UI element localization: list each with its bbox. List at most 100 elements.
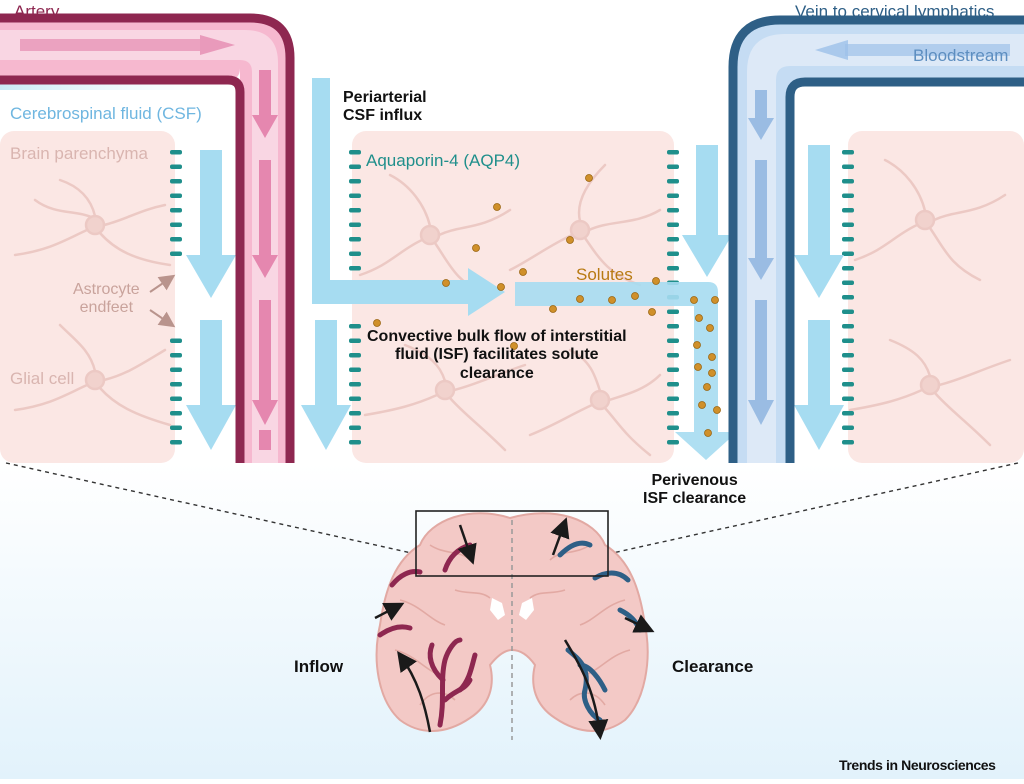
aqp4-channel xyxy=(349,150,361,155)
tissue-blocks xyxy=(0,131,1024,463)
aqp4-channel xyxy=(349,193,361,198)
aqp4-channel xyxy=(349,425,361,430)
aqp4-channel xyxy=(170,440,182,445)
aqp4-channel xyxy=(842,251,854,256)
perivenous-line2: ISF clearance xyxy=(643,490,747,508)
perivenous-line1: Perivenous xyxy=(651,472,738,489)
aqp4-channel xyxy=(842,266,854,271)
astrocyte-label-line2: endfeet xyxy=(79,299,134,317)
aqp4-channel xyxy=(349,164,361,169)
bulk-flow-line2: fluid (ISF) facilitates solute xyxy=(395,346,599,364)
aqp4-channel xyxy=(842,164,854,169)
aqp4-channel xyxy=(349,396,361,401)
aqp4-channel xyxy=(667,411,679,416)
aqp4-channel xyxy=(842,411,854,416)
aqp4-channel xyxy=(170,396,182,401)
aqp4-channel xyxy=(170,425,182,430)
aqp4-channel xyxy=(842,338,854,343)
aqp4-channel xyxy=(349,324,361,329)
aqp4-channel xyxy=(170,367,182,372)
solutes xyxy=(373,174,721,437)
aqp4-channel xyxy=(842,367,854,372)
bulk-flow-line1: Convective bulk flow of interstitial xyxy=(367,328,627,345)
aqp4-channel xyxy=(667,251,679,256)
aqp4-channel xyxy=(349,338,361,343)
aqp4-channel xyxy=(842,440,854,445)
aqp4-channel xyxy=(349,251,361,256)
aqp4-channel xyxy=(842,396,854,401)
aqp4-channel xyxy=(170,353,182,358)
aqp4-channel xyxy=(349,382,361,387)
aqp4-channel xyxy=(667,338,679,343)
aqp4-channel xyxy=(842,280,854,285)
aqp4-channel xyxy=(349,353,361,358)
periarterial-line1: Periarterial xyxy=(343,89,427,106)
aqp4-channel xyxy=(842,309,854,314)
solutes-label: Solutes xyxy=(576,265,633,284)
aqp4-channel xyxy=(349,222,361,227)
aqp4-channel xyxy=(349,440,361,445)
vein-label: Vein to cervical lymphatics xyxy=(795,2,995,21)
aqp4-channel xyxy=(170,179,182,184)
journal-credit: Trends in Neurosciences xyxy=(839,757,996,773)
vein-vessel xyxy=(728,15,1024,463)
periarterial-line2: CSF influx xyxy=(343,107,423,125)
artery-vessel xyxy=(0,13,295,463)
aqp4-channel xyxy=(349,179,361,184)
aqp4-channel xyxy=(170,251,182,256)
aqp4-channel xyxy=(667,382,679,387)
aqp4-channel xyxy=(842,193,854,198)
bulk-flow-label: Convective bulk flow of interstitial flu… xyxy=(367,328,627,383)
artery-label: Artery xyxy=(14,2,60,21)
aqp4-channel xyxy=(170,338,182,343)
aqp4-channel xyxy=(667,396,679,401)
aqp4-channels xyxy=(170,150,854,445)
aqp4-channel xyxy=(349,367,361,372)
aqp4-channel xyxy=(842,179,854,184)
clearance-label: Clearance xyxy=(672,657,754,676)
zoom-box xyxy=(415,510,609,577)
astrocyte-arrows xyxy=(149,274,176,328)
aqp4-channel xyxy=(842,150,854,155)
aqp4-channel xyxy=(667,440,679,445)
aqp4-channel xyxy=(667,367,679,372)
glial-cells xyxy=(13,158,1012,457)
aqp4-channel xyxy=(667,266,679,271)
aqp4-channel xyxy=(842,353,854,358)
brain-parenchyma-label: Brain parenchyma xyxy=(10,144,148,163)
aqp4-channel xyxy=(349,208,361,213)
aqp4-channel xyxy=(842,237,854,242)
aqp4-channel xyxy=(667,193,679,198)
aqp4-channel xyxy=(349,411,361,416)
aqp4-channel xyxy=(170,222,182,227)
aqp4-channel xyxy=(842,295,854,300)
glial-cell-label: Glial cell xyxy=(10,369,75,388)
aqp4-channel xyxy=(170,208,182,213)
aqp4-channel xyxy=(667,179,679,184)
zoom-lines xyxy=(5,462,1019,555)
brain-section xyxy=(374,510,655,740)
aqp4-channel xyxy=(667,324,679,329)
aqp4-channel xyxy=(667,353,679,358)
aqp4-channel xyxy=(842,324,854,329)
aqp4-channel xyxy=(842,222,854,227)
astrocyte-endfeet-label: Astrocyte endfeet xyxy=(73,281,140,318)
aqp4-channel xyxy=(170,164,182,169)
csf-label: Cerebrospinal fluid (CSF) xyxy=(10,104,202,123)
periarterial-influx-label: Periarterial CSF influx xyxy=(343,89,427,126)
aqp4-channel xyxy=(170,193,182,198)
aqp4-channel xyxy=(349,266,361,271)
csf-down-arrows xyxy=(186,145,844,450)
aqp4-channel xyxy=(349,237,361,242)
aqp4-channel xyxy=(842,425,854,430)
aqp4-channel xyxy=(170,382,182,387)
astrocyte-label-line1: Astrocyte xyxy=(73,281,140,298)
aqp4-channel xyxy=(170,237,182,242)
aqp4-channel xyxy=(170,411,182,416)
aqp4-label: Aquaporin-4 (AQP4) xyxy=(366,151,521,170)
aqp4-channel xyxy=(667,237,679,242)
perivenous-clearance-label: Perivenous ISF clearance xyxy=(643,472,746,509)
inflow-label: Inflow xyxy=(294,657,344,676)
